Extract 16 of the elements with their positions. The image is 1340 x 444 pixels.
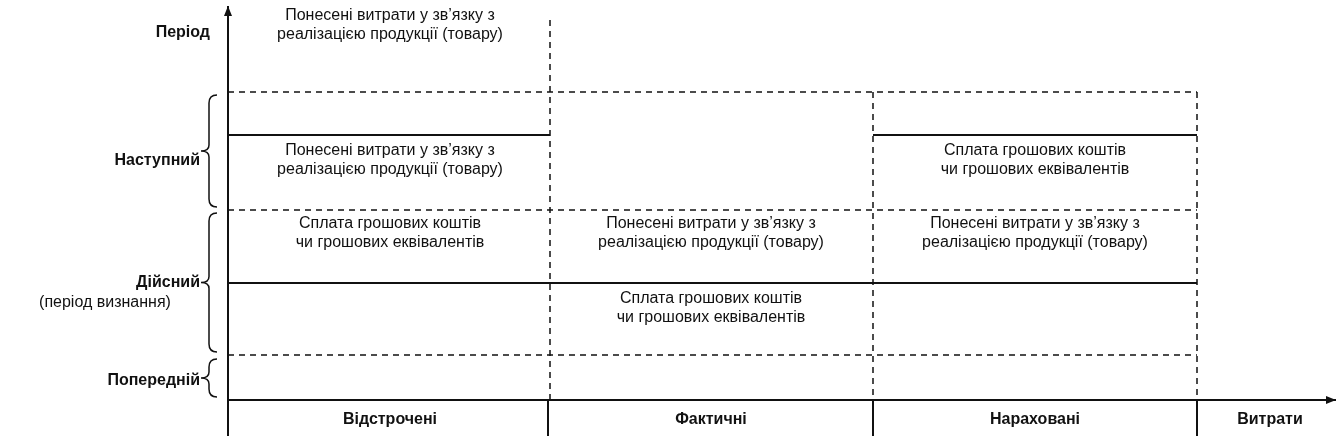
period-label: Наступний xyxy=(113,150,200,169)
period-label: Попередній xyxy=(106,370,200,389)
cell-text: Сплата грошових коштів чи грошових еквівалентів xyxy=(939,140,1131,178)
cell-text: Сплата грошових коштів чи грошових еквівалентів xyxy=(294,213,486,251)
cell-text: Понесені витрати у зв’язку з реалізацією продукції (товару) xyxy=(597,213,825,251)
period-note: (період визнання) xyxy=(38,292,172,311)
category-label: Відстрочені xyxy=(341,409,439,428)
cell-text: Понесені витрати у зв’язку з реалізацією продукції (товару) xyxy=(921,213,1149,251)
category-label: Фактичні xyxy=(674,409,748,428)
period-label: Дійсний xyxy=(135,272,200,291)
cell-text: Понесені витрати у зв’язку з реалізацією продукції (товару) xyxy=(276,5,504,43)
category-label: Нараховані xyxy=(989,409,1081,428)
axis-title: Період xyxy=(154,22,210,41)
axis-title: Витрати xyxy=(1236,409,1304,428)
cell-text: Сплата грошових коштів чи грошових еквівалентів xyxy=(615,288,807,326)
cell-text: Понесені витрати у зв’язку з реалізацією продукції (товару) xyxy=(276,140,504,178)
